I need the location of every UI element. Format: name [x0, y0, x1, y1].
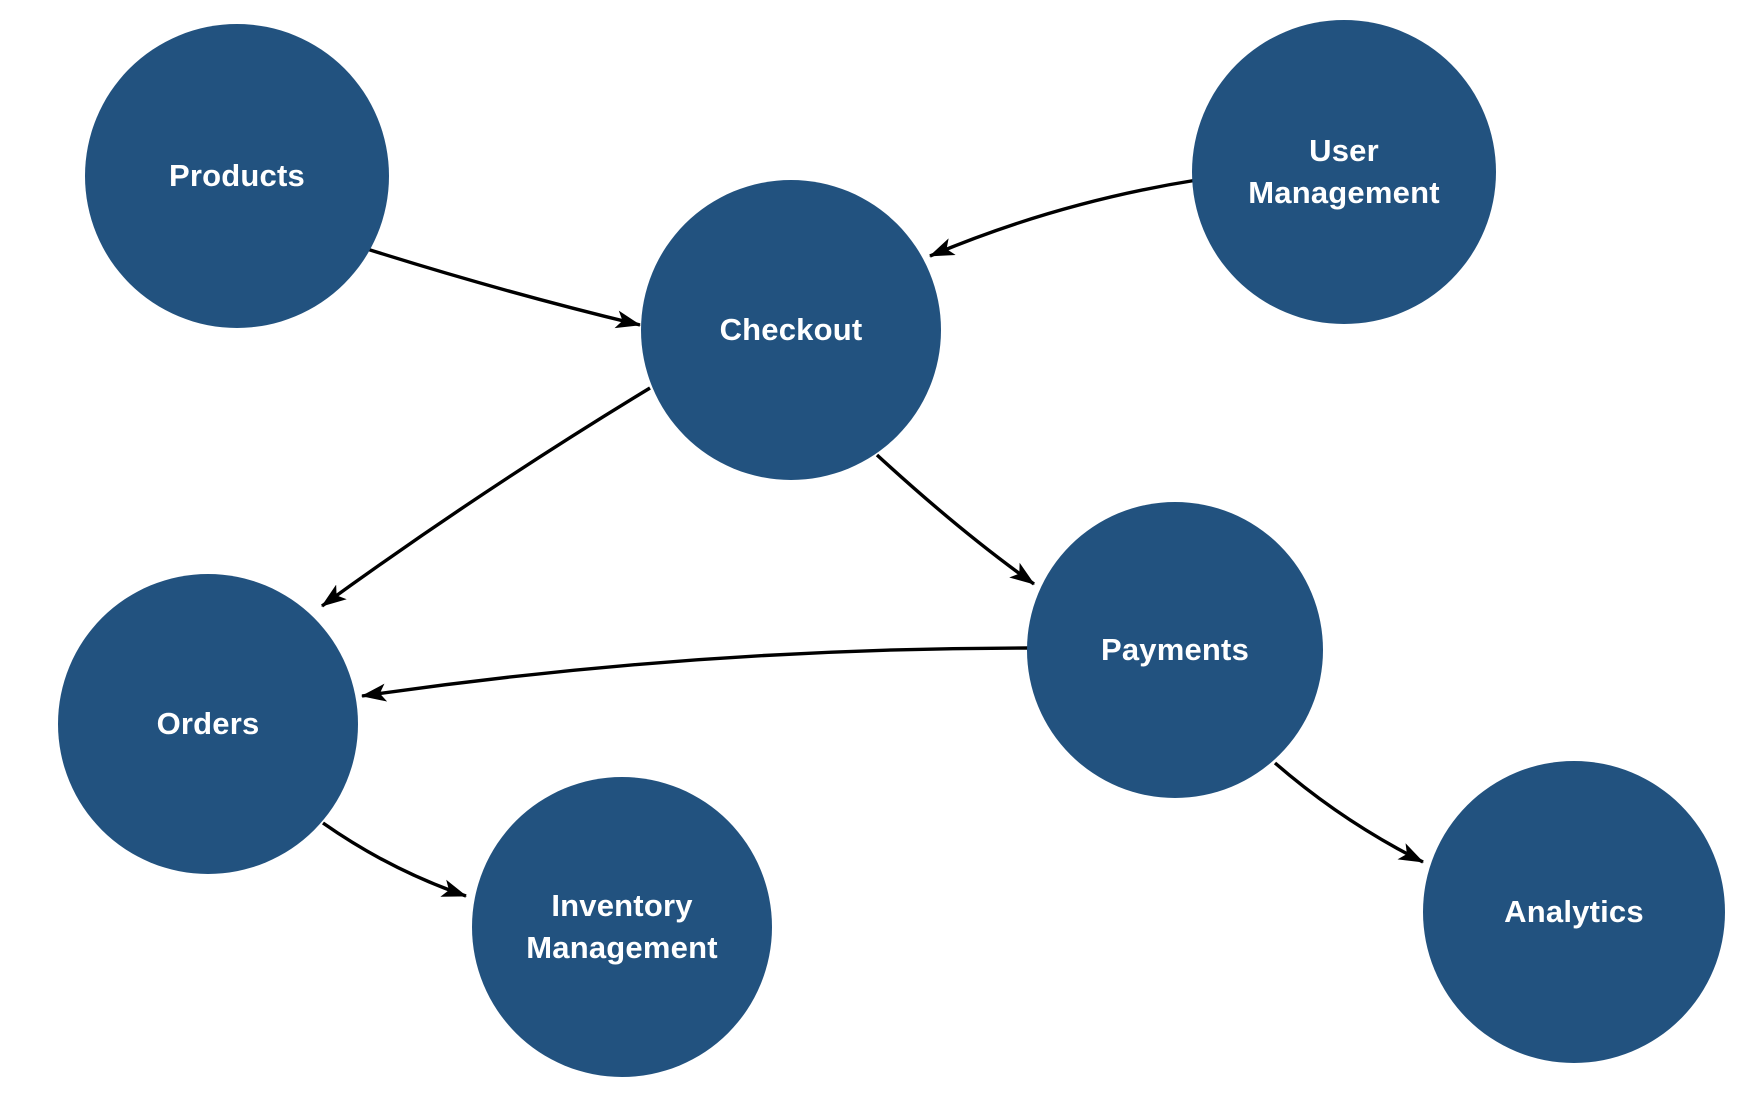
node-checkout: Checkout	[641, 180, 941, 480]
node-label-user-management: User Management	[1248, 133, 1440, 210]
node-inventory-management: Inventory Management	[472, 777, 772, 1077]
node-label-payments: Payments	[1100, 632, 1250, 668]
node-label-inventory-management: Inventory Management	[526, 888, 718, 965]
node-label-checkout: Checkout	[719, 312, 863, 348]
edge-checkout-payments	[875, 453, 1035, 586]
edge-products-checkout	[366, 247, 641, 329]
node-products: Products	[85, 24, 389, 328]
edges-group	[321, 178, 1424, 898]
node-label-analytics: Analytics	[1504, 894, 1644, 930]
node-user-management: User Management	[1192, 20, 1496, 324]
node-analytics: Analytics	[1423, 761, 1725, 1063]
node-label-orders: Orders	[156, 706, 260, 742]
edge-checkout-orders	[321, 386, 651, 608]
node-orders: Orders	[58, 574, 358, 874]
edge-payments-analytics	[1273, 761, 1424, 864]
edge-payments-orders	[361, 646, 1029, 702]
node-label-products: Products	[169, 158, 305, 194]
edge-orders-inventory-management	[322, 821, 467, 898]
edge-user-management-checkout	[929, 178, 1198, 258]
node-payments: Payments	[1027, 502, 1323, 798]
